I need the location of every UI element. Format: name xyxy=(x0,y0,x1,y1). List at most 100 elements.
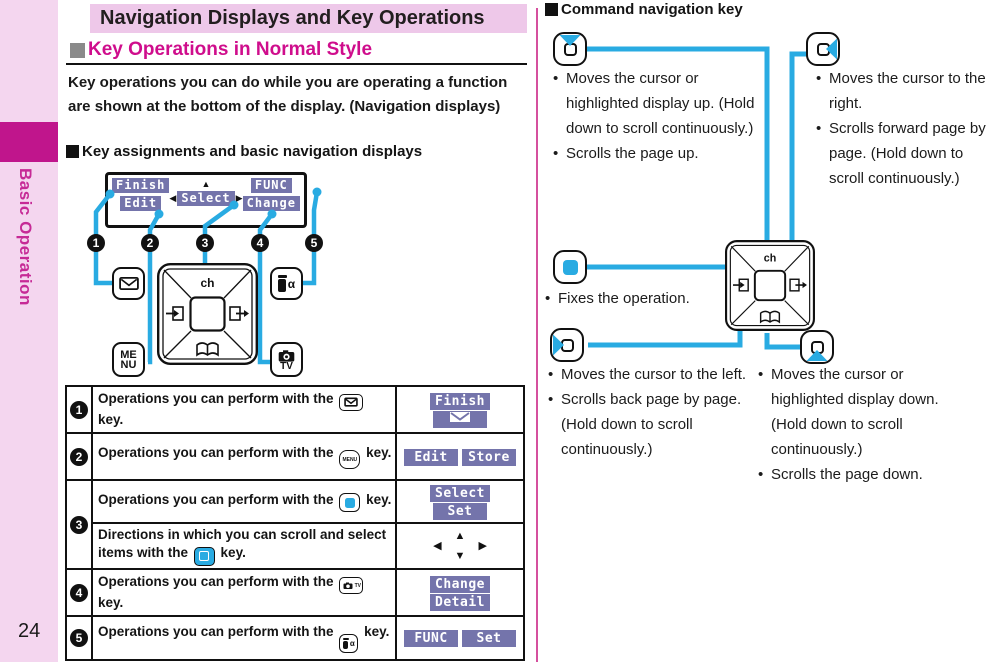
marker-2: 2 xyxy=(141,234,159,252)
bullet-text: Moves the cursor to the left. xyxy=(561,366,747,383)
row-text: Operations you can perform with the xyxy=(98,444,334,460)
menu-key: ME NU xyxy=(112,342,145,377)
section-heading: Key Operations in Normal Style xyxy=(70,39,372,61)
i-mode-key: α xyxy=(270,267,303,300)
bullet-text: Moves the cursor or highlighted display … xyxy=(771,366,939,458)
row-text-suffix: key. xyxy=(366,444,392,460)
section-title: Key Operations in Normal Style xyxy=(88,39,373,60)
left-arrow-icon: ◀ xyxy=(433,539,442,552)
section-marker-icon xyxy=(70,42,85,58)
multi-cursor-key-icon xyxy=(193,546,215,566)
menu-key-icon: MENU xyxy=(339,450,361,470)
task-out-icon xyxy=(229,306,249,321)
left-key-icon xyxy=(550,328,584,362)
command-connector-lines xyxy=(585,46,808,350)
ok-key-icon xyxy=(339,493,361,513)
sidebar: Basic Operation 24 xyxy=(0,0,58,662)
softkey-finish: Finish xyxy=(112,178,170,193)
display-center-softkey: ▲ ◀ Select ▶ xyxy=(169,180,243,206)
nav-badge: Change xyxy=(430,575,490,593)
nav-badge: Edit xyxy=(404,448,458,466)
ok-key-description: •Fixes the operation. xyxy=(545,286,755,311)
row-text: Directions in which you can scroll and s… xyxy=(98,527,387,561)
subsection-marker-icon xyxy=(66,145,79,158)
chapter-label: Basic Operation xyxy=(16,168,35,306)
row-marker-2: 2 xyxy=(70,447,88,466)
ch-key-icon: ch xyxy=(200,276,214,290)
table-row: 1 Operations you can perform with the ke… xyxy=(65,385,525,434)
camera-tv-key-icon: TV xyxy=(339,577,364,594)
display-right-softkeys: FUNC Change xyxy=(242,178,300,211)
nav-badge: FUNC xyxy=(404,630,458,647)
camera-icon xyxy=(278,349,295,362)
up-key-description: •Moves the cursor or highlighted display… xyxy=(553,66,758,166)
down-arrow-icon: ▼ xyxy=(454,549,466,562)
camera-tv-key: TV xyxy=(270,342,303,377)
phonebook-icon xyxy=(759,310,781,324)
row-text-suffix: key. xyxy=(366,491,392,507)
command-nav-heading: Command navigation key xyxy=(545,1,743,18)
chapter-tab xyxy=(0,122,58,162)
task-out-icon xyxy=(789,278,807,292)
right-arrow-icon: ▶ xyxy=(478,539,487,552)
right-arrow-icon: ▶ xyxy=(235,193,243,203)
column-divider xyxy=(536,8,538,662)
right-key-description: •Moves the cursor to the right. •Scrolls… xyxy=(816,66,1000,191)
intro-paragraph: Key operations you can do while you are … xyxy=(68,74,508,115)
marker-4: 4 xyxy=(251,234,269,252)
bullet-text: Scrolls the page up. xyxy=(566,145,699,162)
phonebook-icon xyxy=(196,342,219,357)
nav-badge: Set xyxy=(433,502,487,520)
table-row: 4 Operations you can perform with the TV… xyxy=(65,568,525,617)
command-nav-title: Command navigation key xyxy=(561,1,743,18)
navigation-pad: ch xyxy=(157,263,258,370)
row-marker-1: 1 xyxy=(70,400,88,419)
envelope-icon xyxy=(118,276,139,291)
marker-5: 5 xyxy=(305,234,323,252)
menu-key-label-top: ME xyxy=(120,348,137,361)
table-row: 2 Operations you can perform with the ME… xyxy=(65,432,525,481)
nav-badge: Set xyxy=(462,630,516,647)
display-left-softkeys: Finish Edit xyxy=(112,178,170,211)
down-key-icon xyxy=(800,330,834,364)
row-marker-3: 3 xyxy=(70,515,88,534)
row-text-suffix: key. xyxy=(98,595,124,610)
task-in-icon xyxy=(166,306,184,321)
marker-1: 1 xyxy=(87,234,105,252)
row-text: Operations you can perform with the xyxy=(98,391,334,407)
table-row: 3 Operations you can perform with the ke… xyxy=(65,479,525,570)
right-key-icon xyxy=(806,32,840,66)
key-assignment-illustration: Finish Edit ▲ ◀ Select ▶ FUNC Change xyxy=(62,168,532,387)
phone-display: Finish Edit ▲ ◀ Select ▶ FUNC Change xyxy=(105,172,307,228)
row-marker-4: 4 xyxy=(70,583,88,602)
ch-key-icon: ch xyxy=(764,252,776,264)
softkey-func: FUNC xyxy=(250,178,292,193)
bullet-text: Moves the cursor or highlighted display … xyxy=(566,70,755,137)
bullet-text: Fixes the operation. xyxy=(558,290,690,307)
row-text: Operations you can perform with the xyxy=(98,574,334,589)
softkey-edit: Edit xyxy=(120,196,162,211)
nav-badge: Store xyxy=(462,448,516,466)
task-in-icon xyxy=(733,278,749,292)
left-key-description: •Moves the cursor to the left. •Scrolls … xyxy=(548,362,754,462)
marker-3: 3 xyxy=(196,234,214,252)
row-text: Operations you can perform with the xyxy=(98,624,334,639)
section-underline xyxy=(66,63,527,65)
nav-badge: Detail xyxy=(430,593,490,611)
left-arrow-icon: ◀ xyxy=(169,193,177,203)
menu-key-label-bottom: NU xyxy=(120,358,137,371)
mail-key xyxy=(112,267,145,300)
table-row: 5 Operations you can perform with the α … xyxy=(65,615,525,661)
row-text-suffix: key. xyxy=(220,545,246,561)
page-title: Navigation Displays and Key Operations xyxy=(100,7,485,29)
row-marker-5: 5 xyxy=(70,629,88,647)
mail-key-icon xyxy=(339,393,364,411)
nav-badge: Select xyxy=(430,484,490,502)
subsection-heading: Key assignments and basic navigation dis… xyxy=(66,143,422,160)
softkey-change: Change xyxy=(242,196,300,211)
row-text-suffix: key. xyxy=(364,624,390,639)
nav-badge-mail xyxy=(433,410,487,428)
down-key-description: •Moves the cursor or highlighted display… xyxy=(758,362,950,487)
tv-key-label: TV xyxy=(280,360,293,372)
